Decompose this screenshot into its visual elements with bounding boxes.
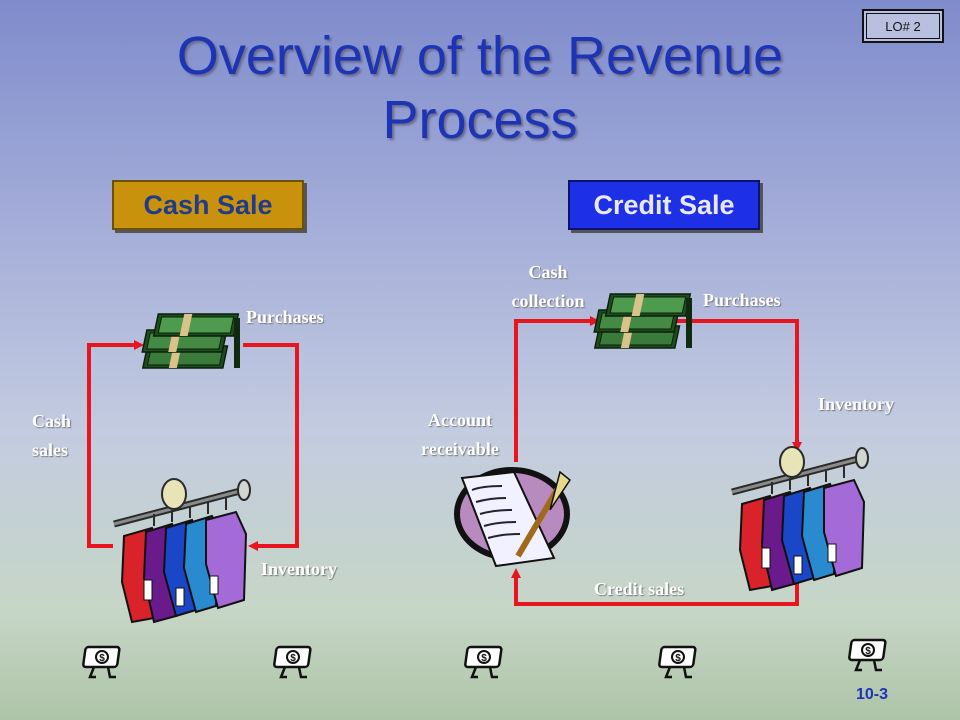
cash-sales-label-line2: sales [32, 440, 68, 460]
clothes-rack-icon [732, 447, 868, 590]
money-stack-icon [138, 313, 241, 369]
slide-title-line1: Overview of the Revenue [176, 26, 784, 86]
cash-sales-label-line1: Cash [32, 411, 72, 431]
page-number: 10-3 [856, 686, 889, 703]
cash-sales-arrow [87, 340, 144, 548]
credit-purchases-inventory-arrow [672, 319, 802, 452]
clothes-rack-icon [114, 479, 250, 622]
lo-badge-text: LO# 2 [866, 13, 940, 39]
dollar-bill-walker-icon [847, 638, 887, 672]
dollar-bill-walker-icon [81, 645, 121, 679]
lo-badge: LO# 2 [862, 9, 944, 43]
invoice-quill-icon [454, 467, 572, 568]
account-receivable-label-line2: receivable [421, 439, 499, 459]
credit-sales-label: Credit sales [594, 579, 685, 599]
credit-sale-heading: Credit Sale [568, 180, 760, 230]
cash-inventory-label: Inventory [261, 559, 337, 579]
money-stack-icon [590, 293, 693, 349]
cash-collection-label-line2: collection [511, 291, 585, 311]
credit-purchases-label: Purchases [703, 290, 781, 310]
cash-purchases-label: Purchases [246, 307, 324, 327]
dollar-bill-walker-icon [657, 645, 697, 679]
credit-inventory-label: Inventory [818, 394, 894, 414]
cash-purchases-inventory-arrow [243, 343, 299, 551]
credit-sales-arrow [511, 568, 799, 606]
dollar-bill-walker-icon [272, 645, 312, 679]
dollar-bill-walker-icon [463, 645, 503, 679]
slide-title: Overview of the Revenue Process [0, 24, 960, 152]
cash-sale-heading: Cash Sale [112, 180, 304, 230]
cash-collection-arrow [514, 316, 600, 462]
cash-collection-label: Cash collection [498, 258, 598, 316]
slide-title-line2: Process [382, 90, 578, 150]
cash-collection-label-line1: Cash [528, 262, 568, 282]
account-receivable-label: Account receivable [405, 406, 515, 464]
account-receivable-label-line1: Account [428, 410, 492, 430]
cash-sales-label: Cash sales [32, 407, 71, 465]
